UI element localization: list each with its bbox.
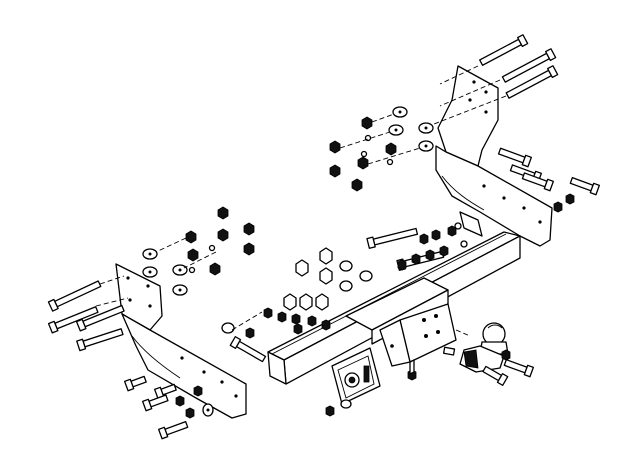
left-lower-nuts [175, 385, 214, 419]
right-mounting-bracket [435, 65, 553, 247]
socket-plate-hardware [325, 359, 417, 417]
right-upper-nuts [329, 116, 397, 192]
crossbar-right-flange [459, 211, 483, 237]
crossbar-nuts [295, 222, 468, 292]
center-nut-stack [221, 293, 331, 339]
socket-plate [331, 347, 381, 405]
tow-ball [459, 322, 509, 373]
left-upper-washers [142, 248, 188, 296]
left-lower-bolts [124, 375, 189, 440]
left-long-bolts [47, 280, 125, 352]
right-side-bolts [497, 147, 600, 213]
left-upper-nuts [185, 206, 255, 276]
right-long-bolts [479, 34, 559, 99]
center-tow-plate [345, 277, 457, 367]
tow-ball-bolts [442, 346, 534, 386]
left-mounting-bracket [115, 263, 247, 419]
right-upper-washers [388, 106, 434, 152]
